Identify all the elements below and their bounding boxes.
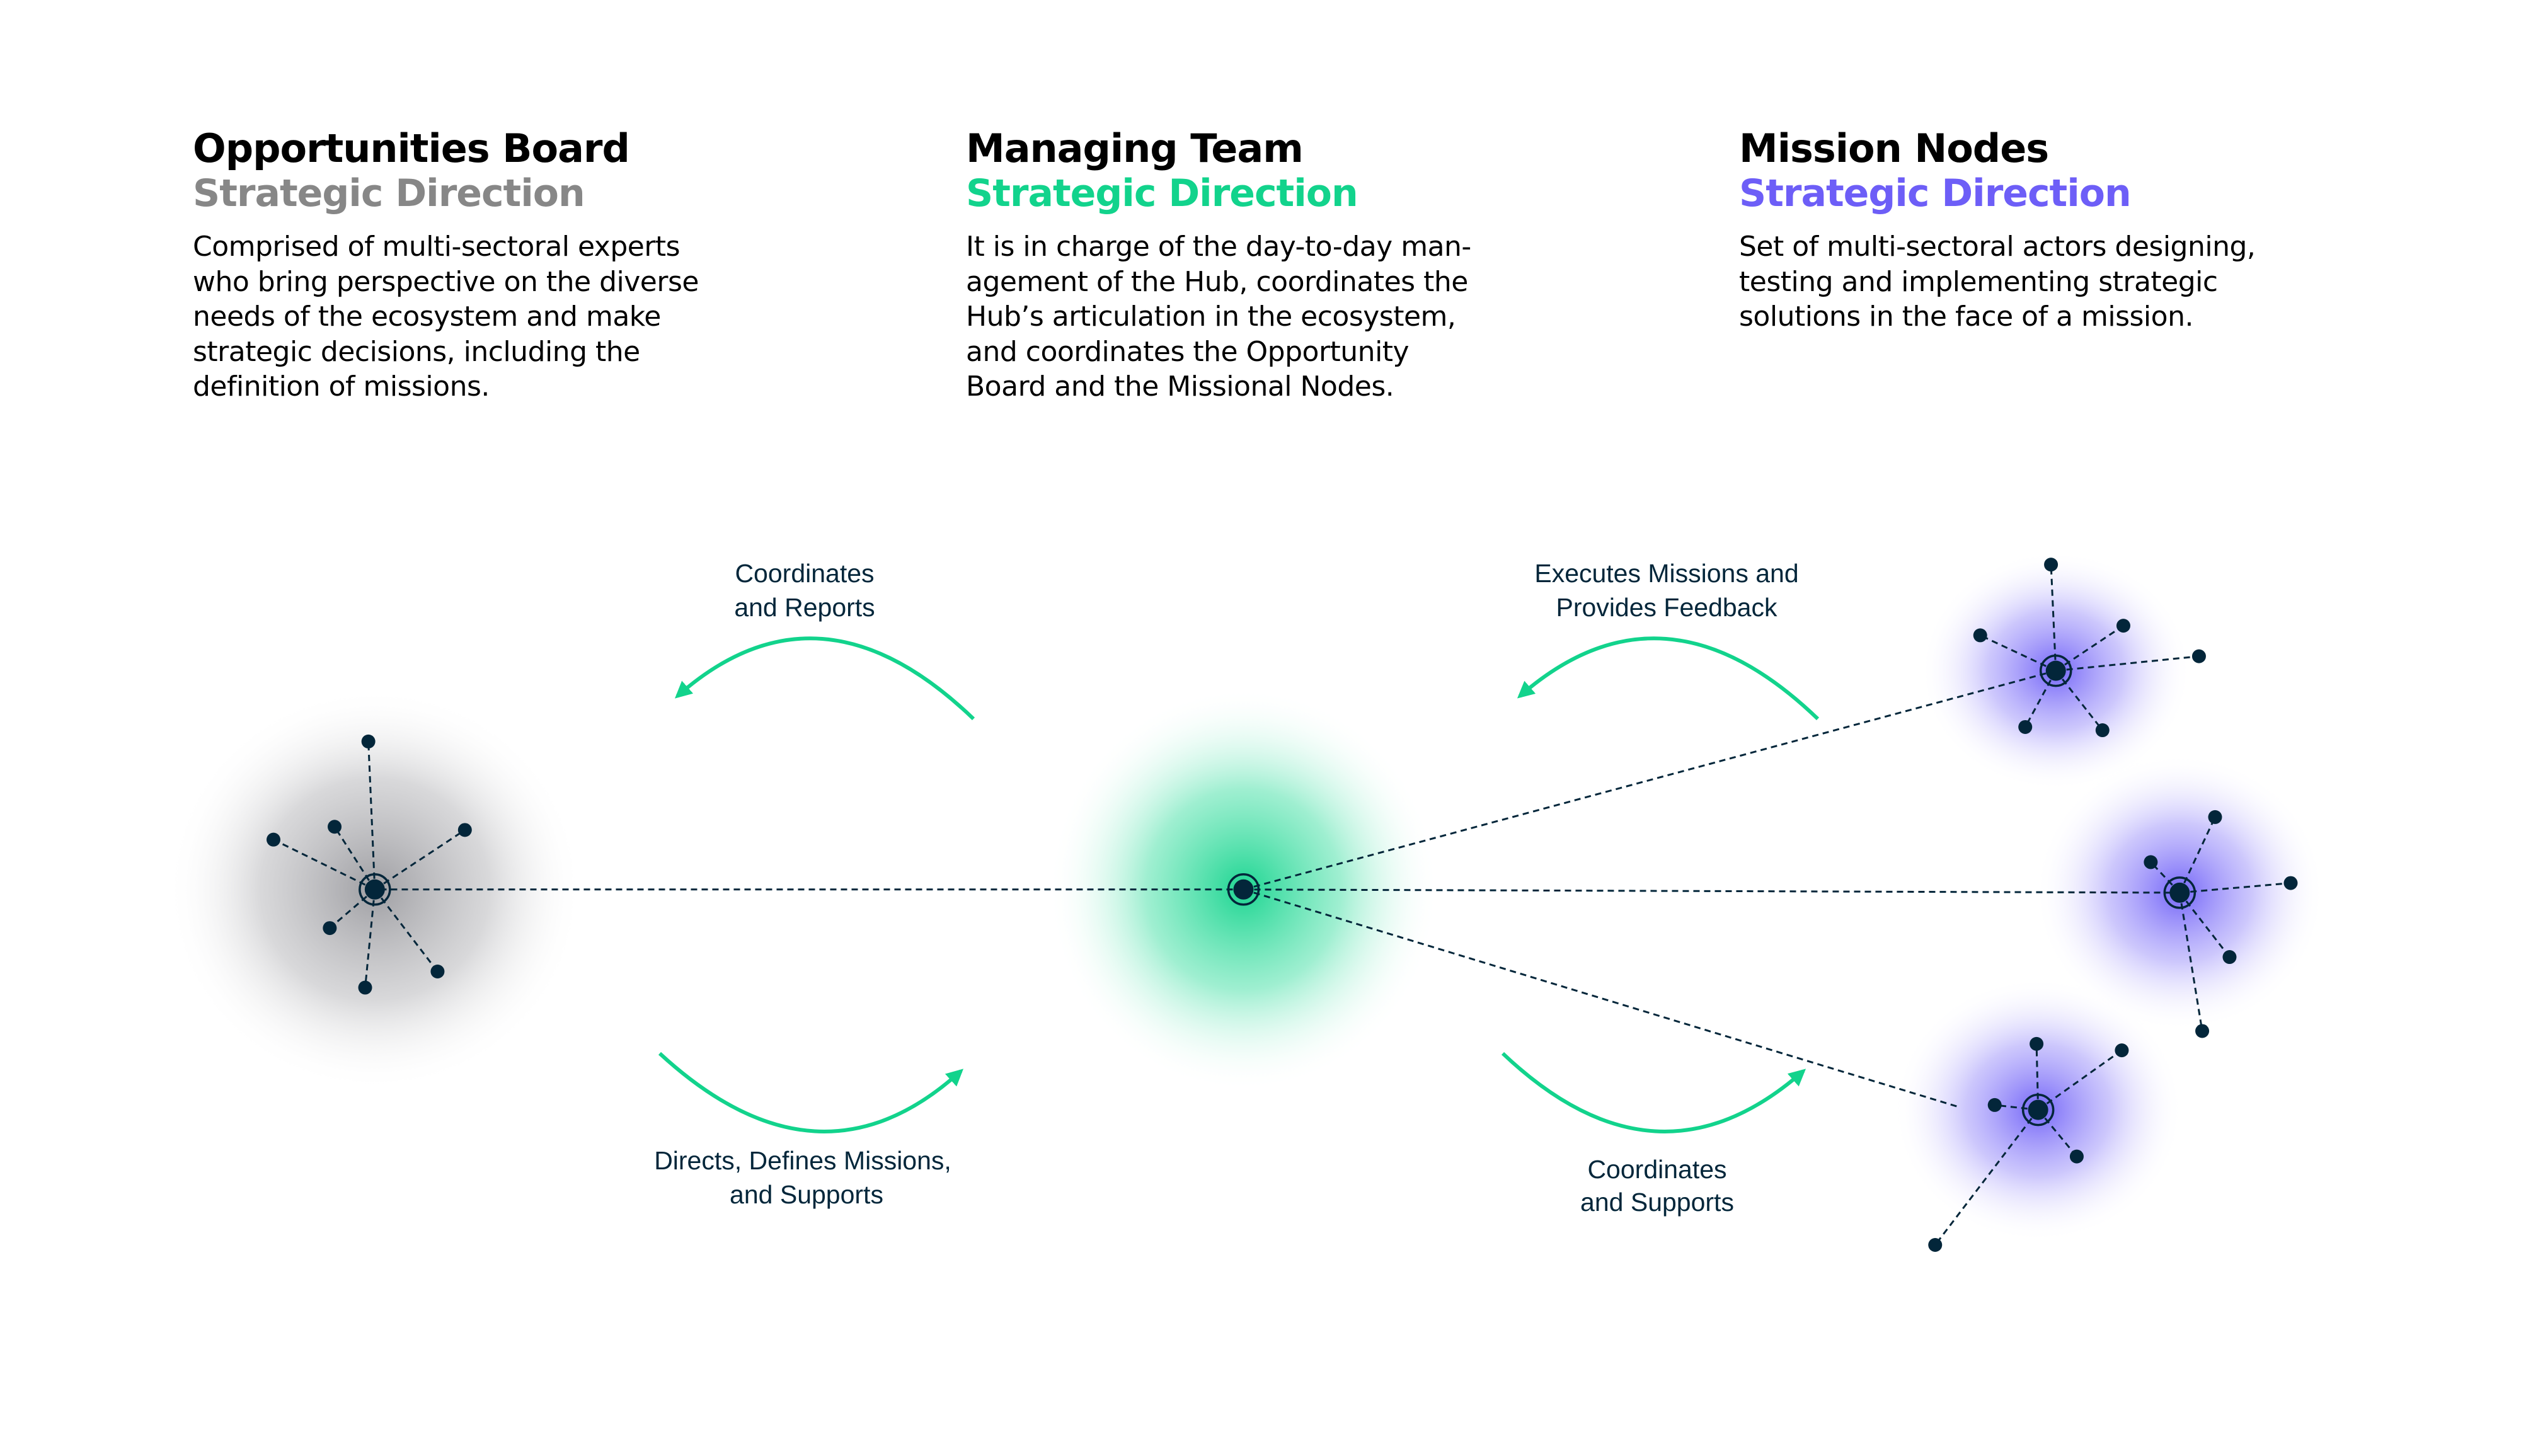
flow-label-line: Coordinates xyxy=(1587,1155,1726,1184)
column-subtitle: Strategic Direction xyxy=(193,171,585,215)
managing-team-hub-center-node xyxy=(1233,879,1254,900)
column-opportunities-board: Opportunities Board Strategic Direction … xyxy=(193,126,823,404)
flow-label-line: Executes Missions and xyxy=(1534,559,1798,588)
satellite-node xyxy=(2069,1149,2084,1164)
satellite-link xyxy=(2055,624,2124,672)
satellite-link xyxy=(2178,817,2216,893)
satellite-link xyxy=(333,826,376,890)
column-subtitle: Strategic Direction xyxy=(966,171,1358,215)
flow-label-line: and Reports xyxy=(734,593,875,622)
flow-label-line: and Supports xyxy=(1580,1188,1734,1217)
satellite-link xyxy=(2050,565,2057,671)
flow-label-line: Coordinates xyxy=(735,559,874,588)
flow-label-coordinates-reports: Coordinates and Reports xyxy=(734,559,875,622)
satellite-node xyxy=(2030,1036,2044,1051)
arrow-coordinates-supports xyxy=(1501,1052,1806,1133)
satellite-link xyxy=(1980,634,2057,672)
managing-team-hub-ring xyxy=(1227,873,1260,906)
satellite-node xyxy=(2283,876,2298,890)
column-description: Set of multi-sectoral actors designing, … xyxy=(1739,231,2256,333)
satellite-node xyxy=(2116,619,2130,633)
satellite-link xyxy=(2179,891,2231,958)
connection-lines xyxy=(273,565,2291,1246)
hub-connection-line xyxy=(1243,888,1958,1108)
mission-node-3-center-node xyxy=(2028,1099,2048,1120)
satellite-node xyxy=(2095,723,2110,738)
column-subtitle: Strategic Direction xyxy=(1739,171,2132,215)
mission-node-1-ring xyxy=(2039,654,2072,687)
column-description: It is in charge of the day-to-day man- a… xyxy=(966,231,1471,403)
satellite-link xyxy=(374,888,439,972)
mission-node-2-ring xyxy=(2163,876,2197,909)
mission-node-3-ring xyxy=(2021,1093,2055,1126)
flow-label-line: and Supports xyxy=(730,1180,883,1209)
flow-label-directs-defines: Directs, Defines Missions, and Supports xyxy=(654,1146,951,1209)
opportunities-board-cluster-center-node xyxy=(364,879,385,900)
satellite-node xyxy=(1928,1238,1943,1253)
column-title: Mission Nodes xyxy=(1739,125,2049,171)
nodes xyxy=(267,558,2298,1253)
satellite-node xyxy=(358,980,372,995)
flow-arrows xyxy=(658,636,1820,1133)
satellite-node xyxy=(457,823,472,837)
opportunities-board-cluster-ring xyxy=(359,873,391,906)
satellite-link xyxy=(1994,1104,2038,1111)
satellite-node xyxy=(267,832,281,847)
hub-connection-line xyxy=(1243,888,2180,894)
satellite-link xyxy=(367,741,376,890)
column-managing-team: Managing Team Strategic Direction It is … xyxy=(966,126,1596,404)
flow-label-executes-missions: Executes Missions and Provides Feedback xyxy=(1534,559,1798,622)
satellite-node xyxy=(2208,810,2222,824)
arrow-directs-defines xyxy=(658,1052,963,1133)
satellite-node xyxy=(2195,1024,2210,1038)
satellite-node xyxy=(2115,1043,2129,1058)
column-mission-nodes: Mission Nodes Strategic Direction Set of… xyxy=(1739,126,2369,335)
satellite-node xyxy=(2144,855,2158,869)
satellite-node xyxy=(430,965,445,979)
satellite-node xyxy=(2222,950,2237,965)
mission-node-1-center-node xyxy=(2045,660,2066,681)
satellite-node xyxy=(361,734,376,748)
column-title: Managing Team xyxy=(966,125,1304,171)
satellite-link xyxy=(273,839,376,891)
flow-label-line: Provides Feedback xyxy=(1556,593,1777,622)
satellite-node xyxy=(328,820,342,834)
mission-node-2-center-node xyxy=(2169,882,2190,903)
satellite-link xyxy=(2150,861,2181,893)
satellite-node xyxy=(1973,628,1987,643)
satellite-link xyxy=(374,829,466,891)
satellite-link xyxy=(2055,670,2103,731)
flow-label-coordinates-supports: Coordinates and Supports xyxy=(1580,1155,1734,1217)
column-description: Comprised of multi-sectoral experts who … xyxy=(193,231,699,403)
arrow-coordinates-reports xyxy=(674,636,975,721)
satellite-link xyxy=(364,889,376,988)
satellite-node xyxy=(323,921,337,936)
column-title: Opportunities Board xyxy=(193,125,630,171)
satellite-link xyxy=(2055,655,2200,672)
satellite-node xyxy=(2044,558,2059,572)
arrow-executes-missions xyxy=(1517,636,1820,721)
satellite-link xyxy=(2179,882,2291,894)
satellite-link xyxy=(2178,892,2203,1031)
satellite-node xyxy=(1987,1098,2002,1112)
satellite-node xyxy=(2191,649,2206,663)
satellite-link xyxy=(2035,1043,2040,1110)
satellite-node xyxy=(2018,719,2033,734)
hub-connection-line xyxy=(1243,670,2057,891)
satellite-link xyxy=(1934,1109,2039,1246)
flow-label-line: Directs, Defines Missions, xyxy=(654,1146,951,1175)
